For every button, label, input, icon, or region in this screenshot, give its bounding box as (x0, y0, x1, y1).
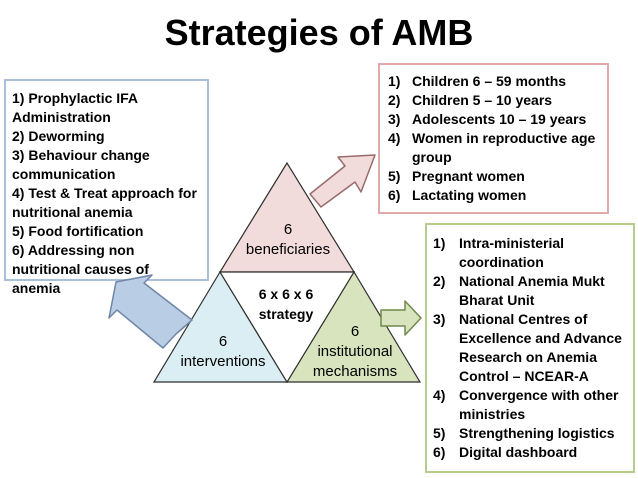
item-text: Lactating women (412, 187, 527, 203)
intervention-item: 2) Deworming (12, 128, 105, 144)
arrow-to-beneficiaries (309, 154, 376, 208)
beneficiaries-text: beneficiaries (245, 241, 331, 258)
item-text: Women in reproductive age group (412, 130, 596, 165)
beneficiaries-count: 6 (283, 221, 293, 238)
mechanism-item: 1) Intra-ministerial coordination (433, 234, 629, 272)
arrow-up-left-icon (108, 274, 193, 349)
item-number: 1) (388, 73, 401, 89)
arrow-up-right-icon (309, 154, 376, 208)
item-text: Adolescents 10 – 19 years (412, 111, 587, 127)
item-number: 3) (388, 111, 401, 127)
item-number: 2) (433, 273, 446, 289)
mechanisms-text-line2: mechanisms (312, 363, 398, 380)
beneficiaries-box: 1) Children 6 – 59 months 2) Children 5 – … (378, 63, 609, 214)
mechanisms-text-line1: institutional (317, 343, 393, 360)
item-number: 2) (388, 92, 401, 108)
item-number: 6) (433, 444, 446, 460)
strategy-formula: 6 x 6 x 6 (258, 286, 314, 302)
item-text: Children 5 – 10 years (412, 92, 553, 108)
beneficiary-item: 2) Children 5 – 10 years (388, 91, 603, 110)
page-title: Strategies of AMB (164, 12, 474, 53)
mechanism-item: 4) Convergence with other ministries (433, 386, 629, 424)
strategy-triangle (218, 271, 356, 384)
interventions-text: interventions (180, 353, 266, 370)
interventions-label: 6 interventions (168, 332, 278, 372)
item-number: 5) (433, 425, 446, 441)
item-number: 5) (388, 168, 401, 184)
item-text: National Anemia Mukt Bharat Unit (459, 273, 605, 308)
intervention-item: 5) Food fortification (12, 223, 144, 239)
item-text: Strengthening logistics (459, 425, 615, 441)
item-number: 1) (433, 235, 446, 251)
beneficiaries-label: 6 beneficiaries (228, 220, 348, 260)
item-number: 3) (433, 311, 446, 327)
item-text: National Centres of Excellence and Advan… (459, 311, 622, 384)
strategy-label: 6 x 6 x 6 strategy (236, 284, 336, 324)
item-number: 4) (433, 387, 446, 403)
interventions-box: 1) Prophylactic IFA Administration 2) De… (4, 79, 209, 296)
intervention-item: 1) Prophylactic IFA Administration (12, 90, 138, 125)
item-number: 6) (388, 187, 401, 203)
item-text: Digital dashboard (459, 444, 578, 460)
item-text: Children 6 – 59 months (412, 73, 567, 89)
item-text: Pregnant women (412, 168, 525, 184)
mechanisms-label: 6 institutional mechanisms (300, 322, 410, 382)
mechanisms-box: 1) Intra-ministerial coordination 2) Natio… (425, 223, 635, 473)
item-number: 4) (388, 130, 401, 146)
beneficiary-item: 4) Women in reproductive age group (388, 129, 603, 167)
strategy-text: strategy (258, 306, 314, 322)
beneficiary-item: 1) Children 6 – 59 months (388, 72, 603, 91)
mechanisms-count: 6 (350, 323, 360, 340)
intervention-item: 3) Behaviour change communication (12, 147, 150, 182)
mechanism-item: 3) National Centres of Excellence and Adv… (433, 310, 629, 386)
mechanism-item: 5) Strengthening logistics (433, 424, 629, 443)
arrow-to-interventions (108, 274, 193, 349)
beneficiary-item: 6) Lactating women (388, 186, 603, 205)
item-text: Convergence with other ministries (459, 387, 619, 422)
item-text: Intra-ministerial coordination (459, 235, 565, 270)
interventions-count: 6 (218, 333, 228, 350)
intervention-item: 4) Test & Treat approach for nutritional… (12, 185, 197, 220)
arrow-right-icon (380, 300, 422, 336)
mechanism-item: 2) National Anemia Mukt Bharat Unit (433, 272, 629, 310)
intervention-item: 6) Addressing non nutritional causes of … (12, 242, 149, 296)
mechanism-item: 6) Digital dashboard (433, 443, 629, 462)
beneficiary-item: 3) Adolescents 10 – 19 years (388, 110, 603, 129)
beneficiary-item: 5) Pregnant women (388, 167, 603, 186)
arrow-to-mechanisms (380, 300, 422, 336)
